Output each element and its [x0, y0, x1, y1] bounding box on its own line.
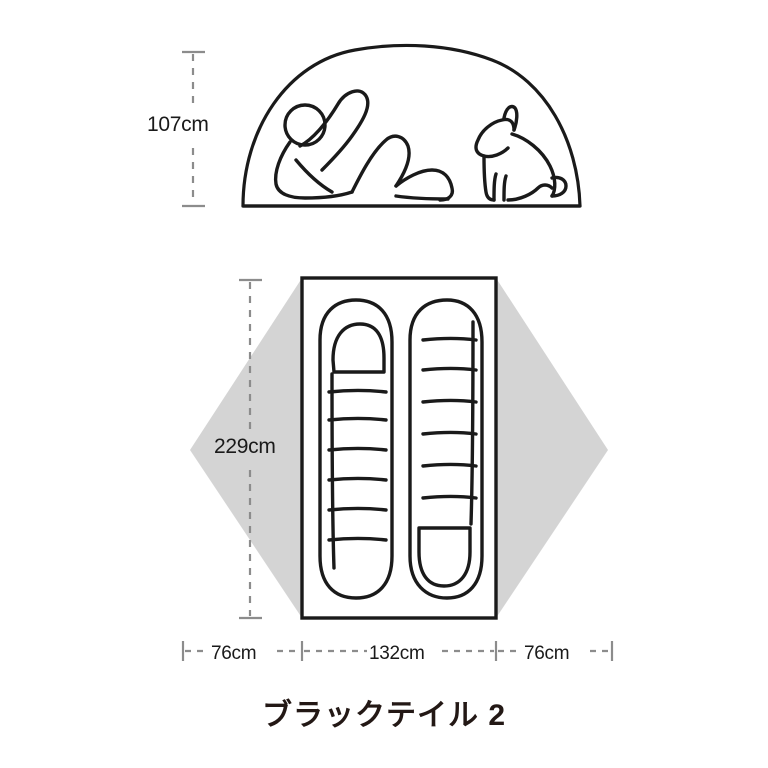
width-dimension-line [181, 641, 614, 661]
person-leg-lower [394, 168, 455, 202]
height-dimension-line [182, 50, 205, 208]
sleeping-bag-right-zip [469, 320, 475, 526]
vestibule-left-shape [190, 278, 302, 618]
dog-back [510, 132, 557, 198]
sleeping-bag-left-zip [330, 372, 336, 570]
sleeping-bag-right [408, 298, 484, 600]
person-forearm [294, 158, 334, 194]
sleeping-bag-right-outline [408, 298, 484, 600]
dog-haunch [550, 175, 568, 198]
product-title: ブラックテイル 2 [261, 699, 507, 732]
dog-head [474, 117, 516, 159]
dog-front-legs [492, 172, 508, 202]
vestibule-right-dimension-label: 76cm [524, 643, 570, 664]
dog-belly-tail [506, 183, 554, 202]
sitting-dog-figure [474, 104, 568, 202]
person-torso [273, 140, 354, 200]
depth-dimension-label: 229cm [214, 435, 276, 458]
person-foot [394, 194, 450, 201]
sleeping-bag-left [318, 298, 394, 600]
dog-chest [482, 154, 496, 202]
reclining-person-figure [273, 89, 455, 202]
dog-ear [502, 104, 519, 132]
sleeping-bag-right-hood [417, 526, 472, 588]
person-arm-raised [298, 89, 370, 172]
tent-dome-outline [241, 43, 582, 208]
depth-dimension-line [239, 278, 262, 620]
vestibule-left-dimension-label: 76cm [211, 643, 257, 664]
sleeping-bag-left-hood [331, 322, 386, 374]
vestibule-right-shape [496, 278, 608, 618]
floor-width-dimension-label: 132cm [369, 643, 425, 664]
person-leg-bent [350, 134, 411, 194]
sleeping-bag-left-outline [318, 298, 394, 600]
height-dimension-label: 107cm [147, 113, 209, 136]
